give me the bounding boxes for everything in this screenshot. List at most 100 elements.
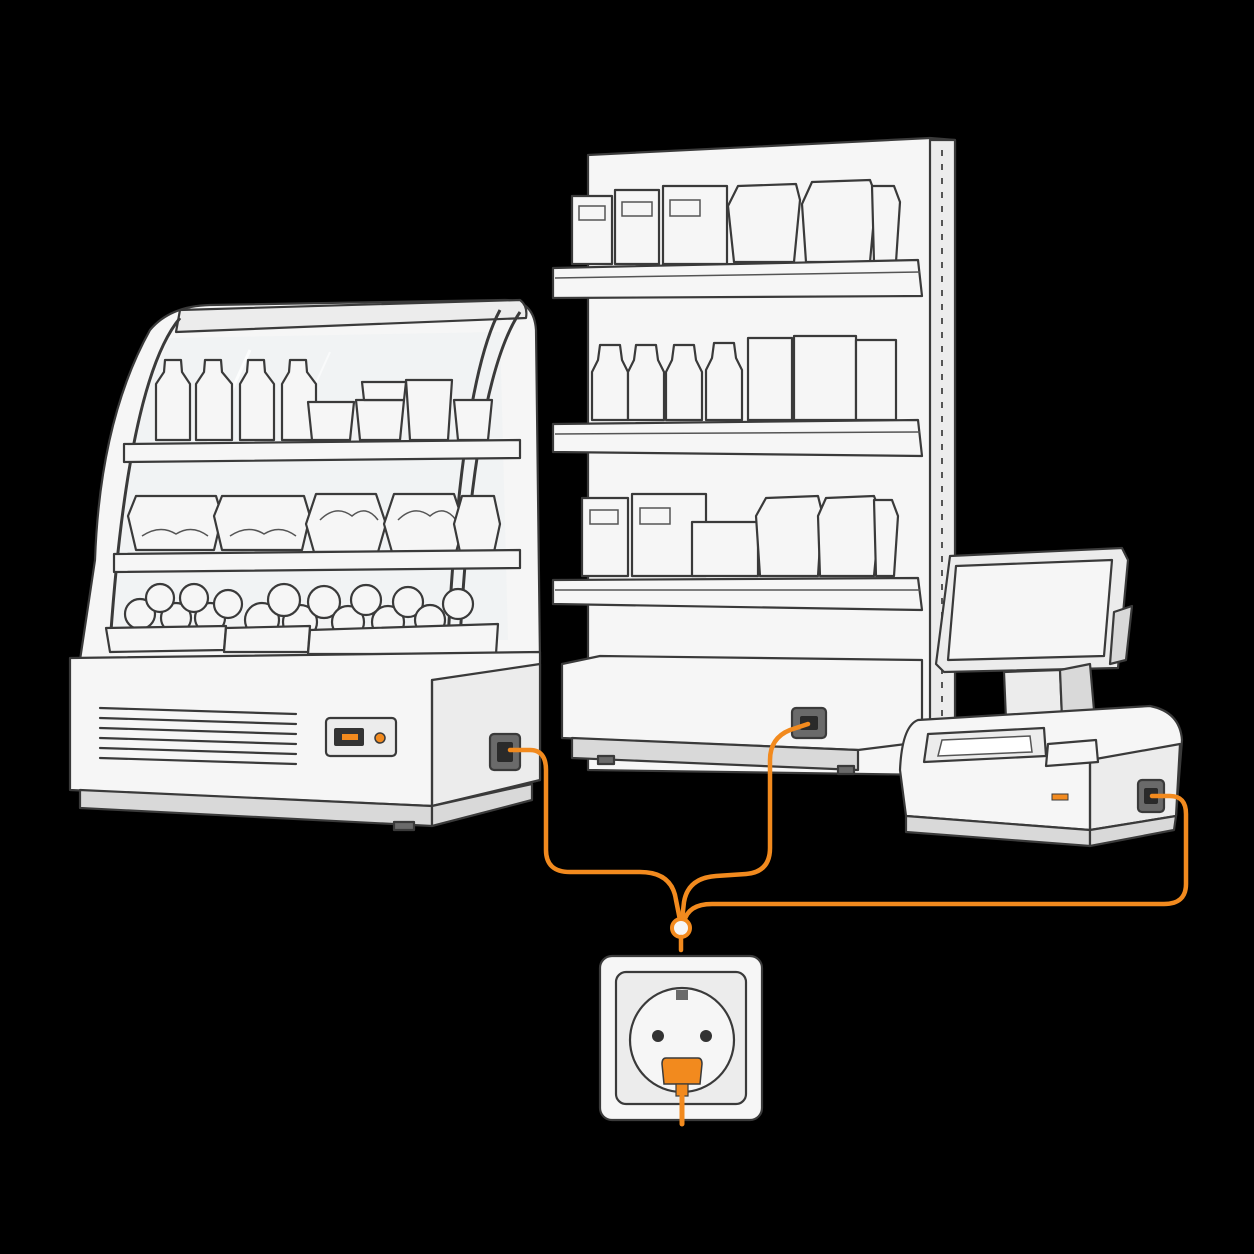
product-box xyxy=(854,338,898,422)
case-top-bar xyxy=(174,298,528,334)
wall-socket xyxy=(598,954,764,1127)
vent-slot xyxy=(98,716,298,726)
shelf-board-3 xyxy=(551,576,924,612)
shelf-edge xyxy=(554,431,921,435)
cable-junction xyxy=(670,917,692,939)
produce xyxy=(266,582,302,618)
shelf-top-products xyxy=(570,178,902,266)
refrigerated-display-case xyxy=(68,298,542,832)
food-container xyxy=(452,494,502,554)
shelf-bottom-products xyxy=(580,492,900,578)
case-bottle xyxy=(154,358,192,442)
case-shelf-2 xyxy=(112,548,522,574)
shelf-foot xyxy=(596,754,616,766)
produce xyxy=(391,585,425,619)
power-cables xyxy=(507,721,1189,953)
socket-pin-hole-right xyxy=(700,1030,712,1042)
case-vent-grille xyxy=(98,706,298,766)
product-bottle xyxy=(590,343,630,422)
product-label xyxy=(639,507,671,525)
product-box xyxy=(661,184,729,266)
case-cup xyxy=(452,398,494,442)
case-foot xyxy=(392,820,416,832)
socket-earth-clip-top xyxy=(676,990,688,1000)
product-bottle xyxy=(704,341,744,422)
case-bottom-products xyxy=(104,582,500,656)
fruit xyxy=(144,582,176,614)
shelf-middle-products xyxy=(590,334,898,422)
pos-base-skirt-side xyxy=(1088,814,1178,848)
case-cup xyxy=(404,378,454,442)
case-cup xyxy=(354,398,406,442)
case-left-edge xyxy=(108,317,182,646)
plug-head xyxy=(661,1057,703,1085)
pos-monitor-side xyxy=(1108,604,1134,666)
fruit xyxy=(212,588,244,620)
case-top-products xyxy=(154,358,494,442)
product-box xyxy=(613,188,661,266)
food-contents xyxy=(141,528,209,537)
vent-slot xyxy=(98,736,298,746)
product-bag xyxy=(726,182,802,264)
case-base-skirt-side xyxy=(430,782,534,828)
product-bottle xyxy=(664,343,704,422)
product-bag xyxy=(872,498,900,578)
produce-tray xyxy=(104,624,228,654)
product-label xyxy=(589,509,619,525)
produce xyxy=(306,584,342,620)
produce-tray xyxy=(306,622,500,656)
case-bottle xyxy=(194,358,234,442)
product-label xyxy=(669,199,701,217)
produce xyxy=(349,583,383,617)
pos-screen xyxy=(946,558,1114,662)
case-middle-products xyxy=(126,492,502,554)
shelf-foot xyxy=(836,764,856,776)
food-container xyxy=(212,494,312,552)
product-label xyxy=(578,205,606,221)
case-bottle xyxy=(238,358,276,442)
product-bag xyxy=(870,184,902,264)
shelf-base-skirt xyxy=(570,736,860,772)
product-box xyxy=(746,336,794,422)
cable-shelving-unit xyxy=(679,721,811,923)
product-bag xyxy=(754,494,824,578)
food-container xyxy=(126,494,224,552)
food-contents xyxy=(319,510,379,521)
food-contents xyxy=(229,528,297,537)
pos-status-light xyxy=(1051,793,1069,801)
produce-tray xyxy=(222,624,312,654)
cable-pos-terminal xyxy=(681,793,1189,925)
vent-slot xyxy=(98,726,298,736)
pos-customer-display xyxy=(1044,738,1100,768)
food-container xyxy=(382,492,466,554)
socket-pin-hole-left xyxy=(652,1030,664,1042)
case-power-port-inlet xyxy=(497,742,513,762)
product-bottle xyxy=(626,343,666,422)
product-box xyxy=(690,520,760,578)
pos-receipt-paper xyxy=(937,735,1033,757)
shelf-board-2 xyxy=(551,418,924,458)
case-cup xyxy=(306,400,356,442)
product-box xyxy=(792,334,858,422)
shelf-edge xyxy=(554,271,921,279)
vent-slot xyxy=(98,706,298,716)
pos-terminal xyxy=(898,546,1184,848)
product-label xyxy=(621,201,653,217)
product-bag xyxy=(816,494,882,578)
shelf-board-1 xyxy=(551,258,924,300)
vent-slot xyxy=(98,746,298,756)
food-contents xyxy=(397,510,457,521)
produce xyxy=(441,587,475,621)
product-bag xyxy=(800,178,878,264)
case-cup xyxy=(360,380,408,402)
case-shelf-1 xyxy=(122,438,522,464)
food-container xyxy=(304,492,388,554)
shelf-base-plinth xyxy=(560,654,924,752)
shelving-unit xyxy=(551,136,957,777)
cable-display-case xyxy=(507,747,683,923)
fruit xyxy=(178,582,210,614)
vent-slot xyxy=(98,756,298,766)
case-display-indicator xyxy=(342,734,358,740)
case-status-light xyxy=(374,732,386,744)
